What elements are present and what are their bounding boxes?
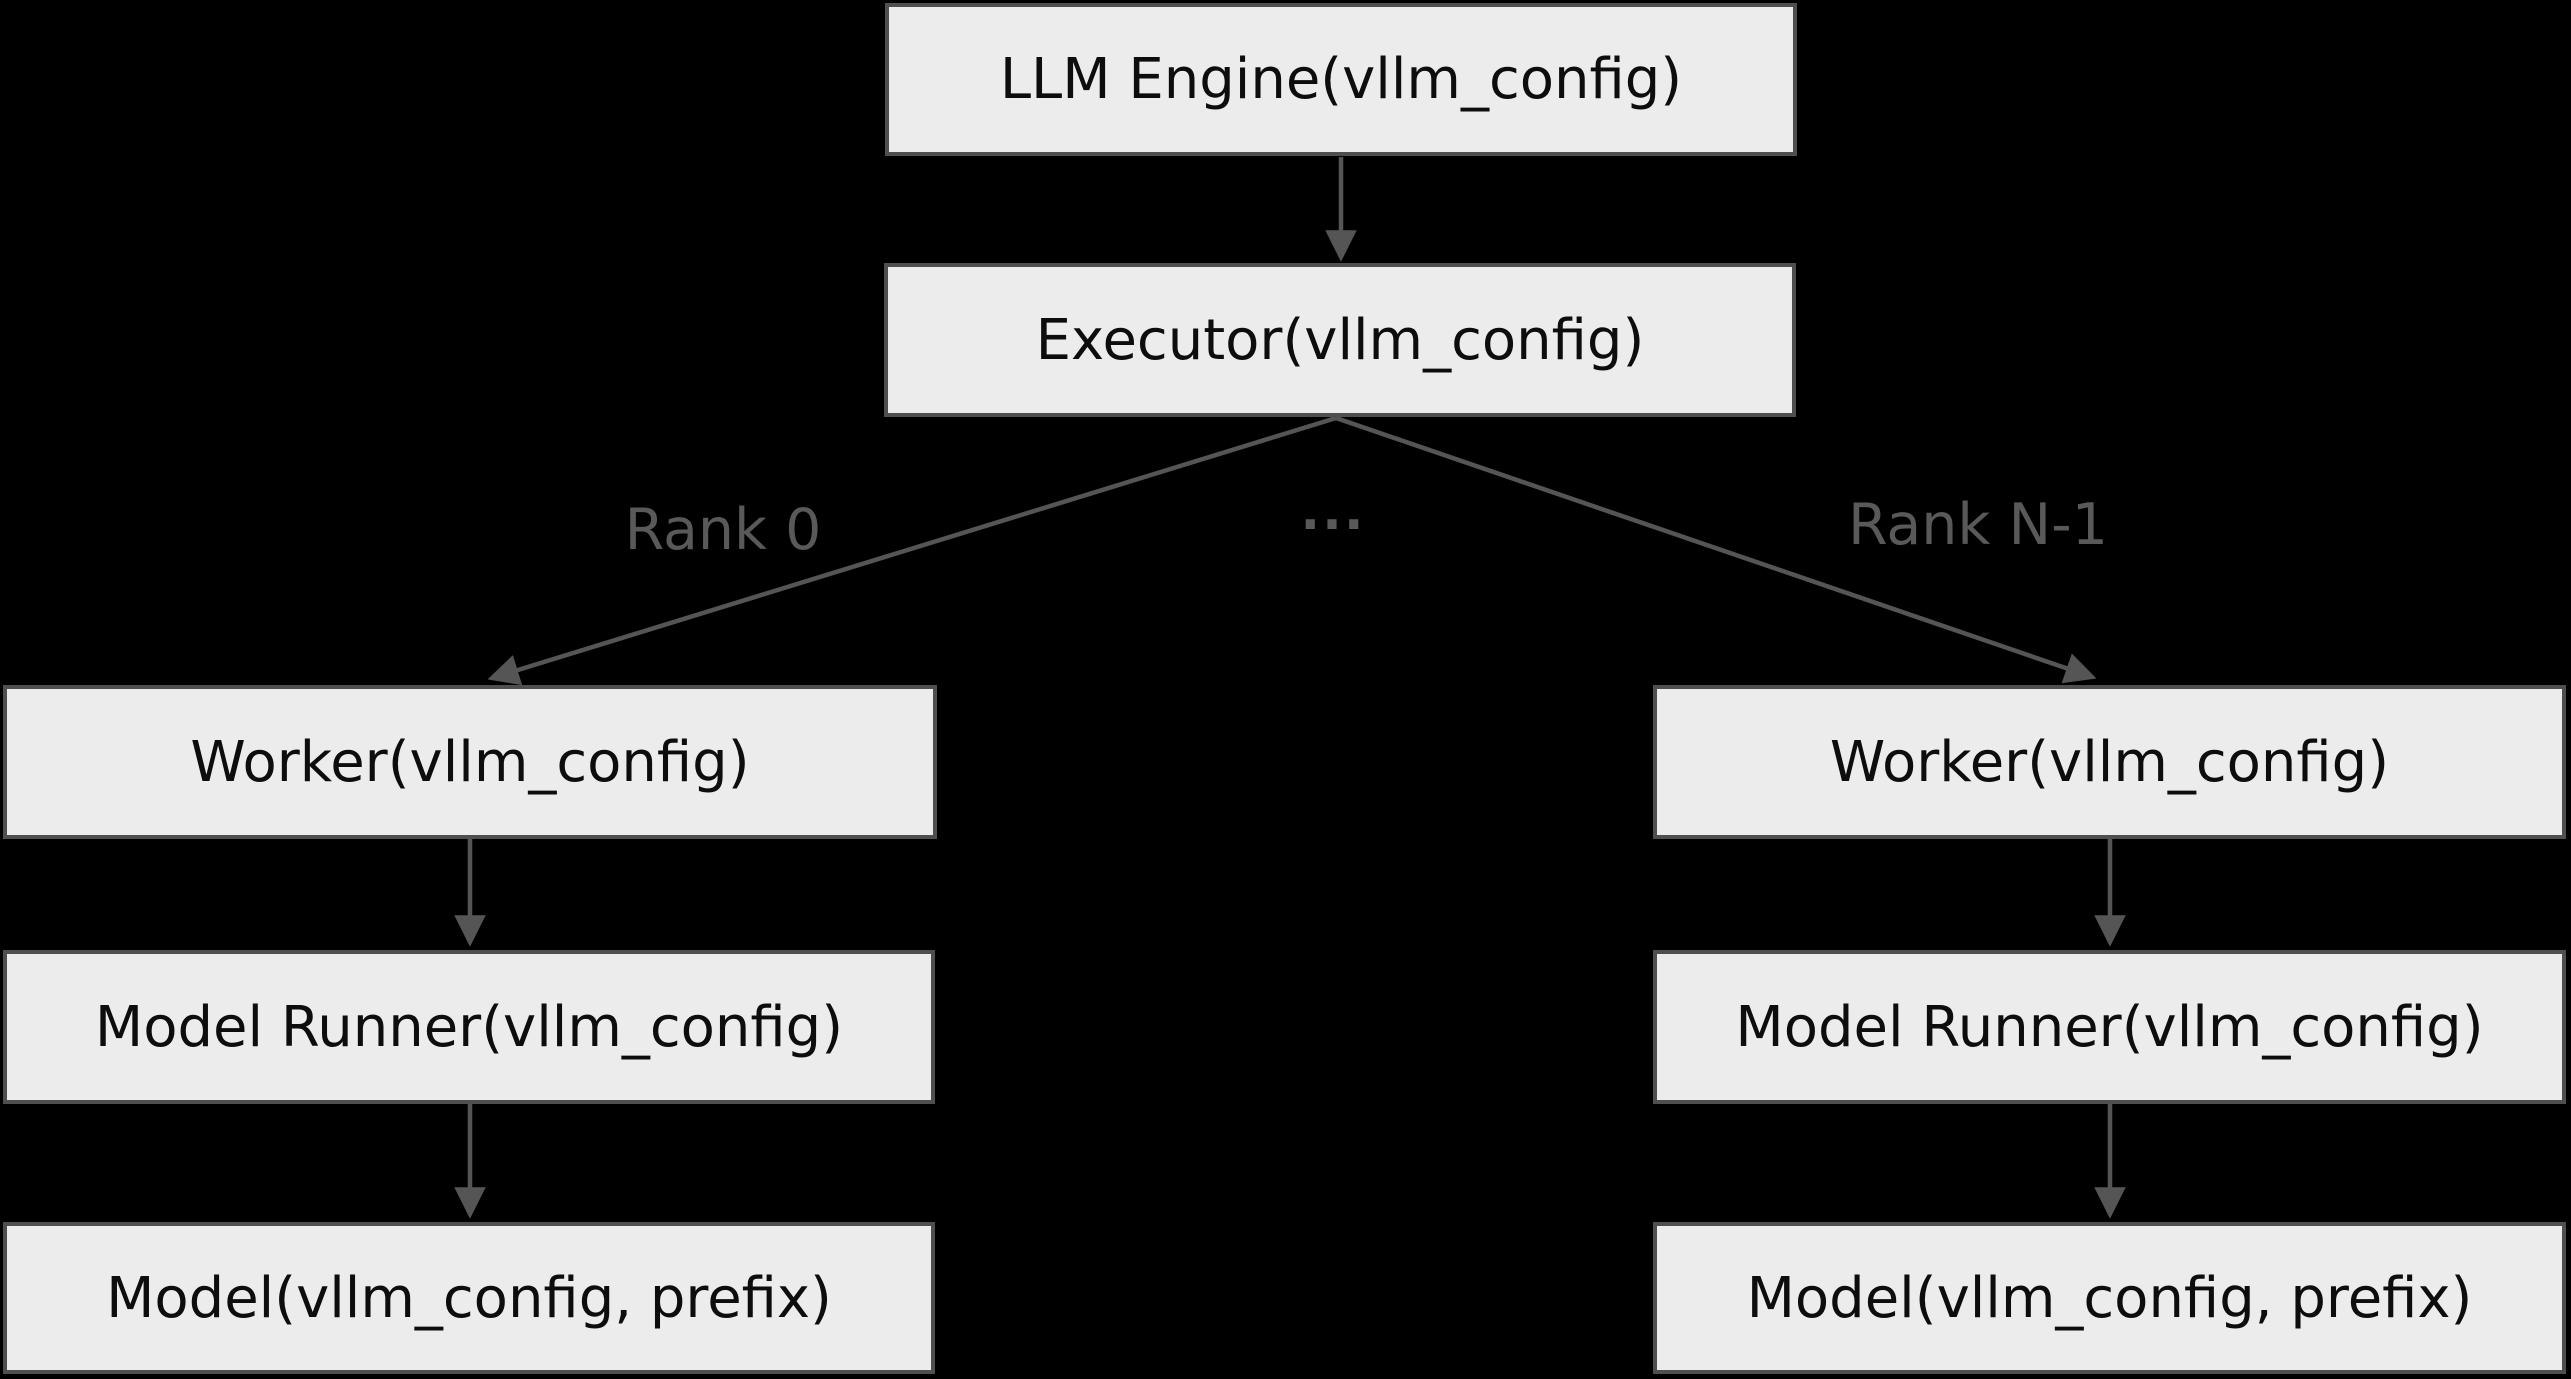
edge-label-rank-n: Rank N-1 <box>1847 492 2109 558</box>
model-rankn-node: Model(vllm_config, prefix) <box>1653 1222 2566 1374</box>
llm-engine-node: LLM Engine(vllm_config) <box>885 3 1797 156</box>
model-runner-rank0-node: Model Runner(vllm_config) <box>3 950 935 1104</box>
edge-executor-to-worker-rankn <box>1335 415 2097 684</box>
worker-rankn-node: Worker(vllm_config) <box>1653 685 2566 839</box>
worker-rank0-node: Worker(vllm_config) <box>3 685 937 839</box>
edge-executor-to-worker-rank0 <box>487 415 1337 686</box>
model-rank0-node: Model(vllm_config, prefix) <box>3 1222 935 1374</box>
edge-label-rank0: Rank 0 <box>624 497 822 563</box>
model-runner-rankn-node: Model Runner(vllm_config) <box>1653 950 2566 1104</box>
executor-node: Executor(vllm_config) <box>884 263 1796 417</box>
edge-label-ellipsis: ... <box>1300 482 1366 542</box>
